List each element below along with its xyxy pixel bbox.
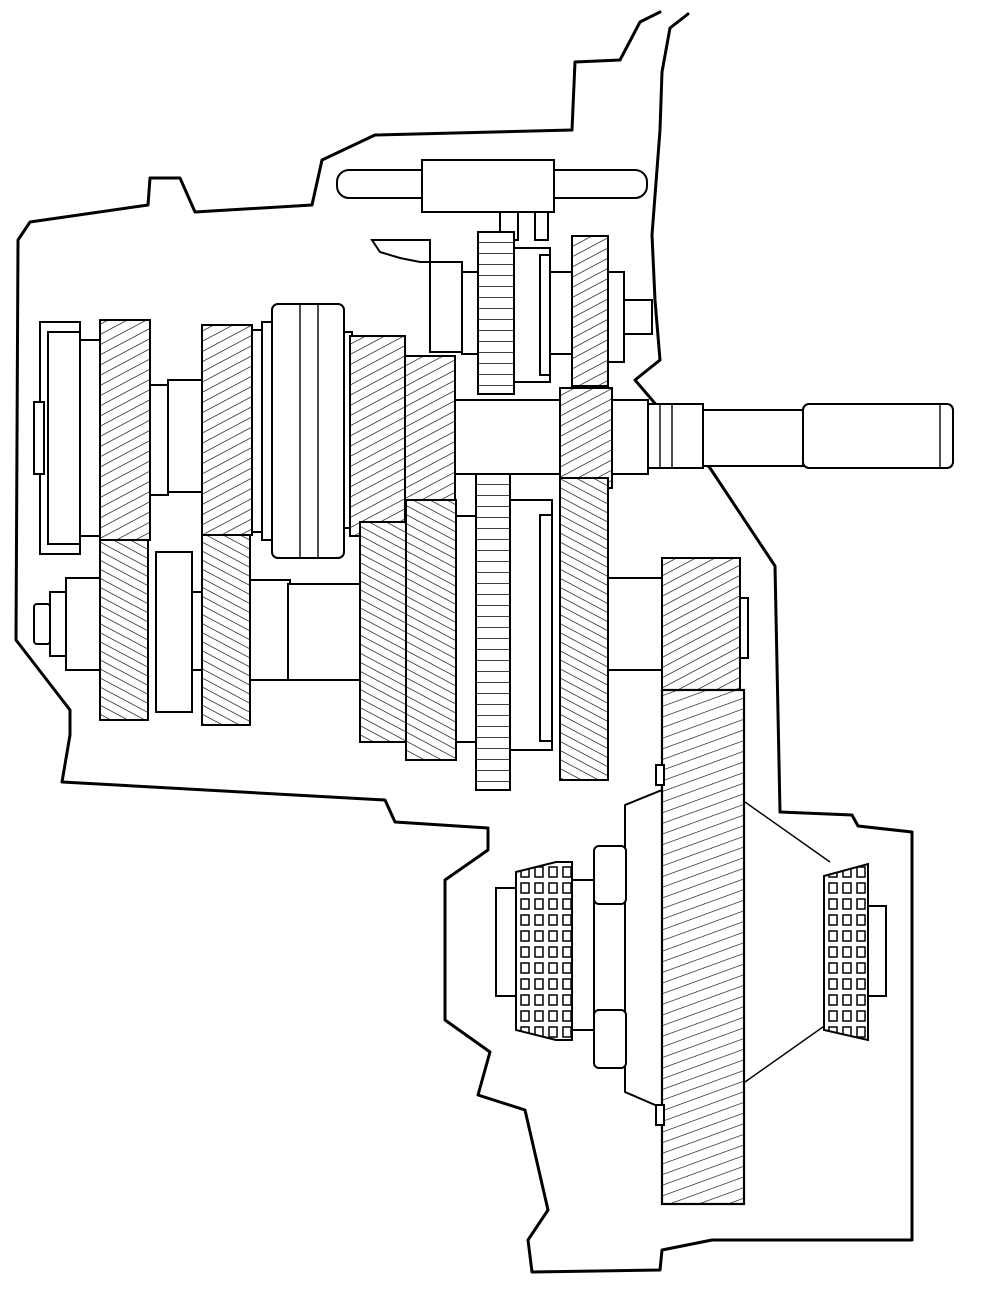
output-shaft <box>33 473 749 791</box>
input-shaft <box>449 399 954 475</box>
reverse-idler-assembly <box>370 231 653 395</box>
upper-gear-cluster <box>33 303 613 559</box>
differential-assembly <box>495 688 887 1206</box>
shift-rail <box>336 159 648 241</box>
